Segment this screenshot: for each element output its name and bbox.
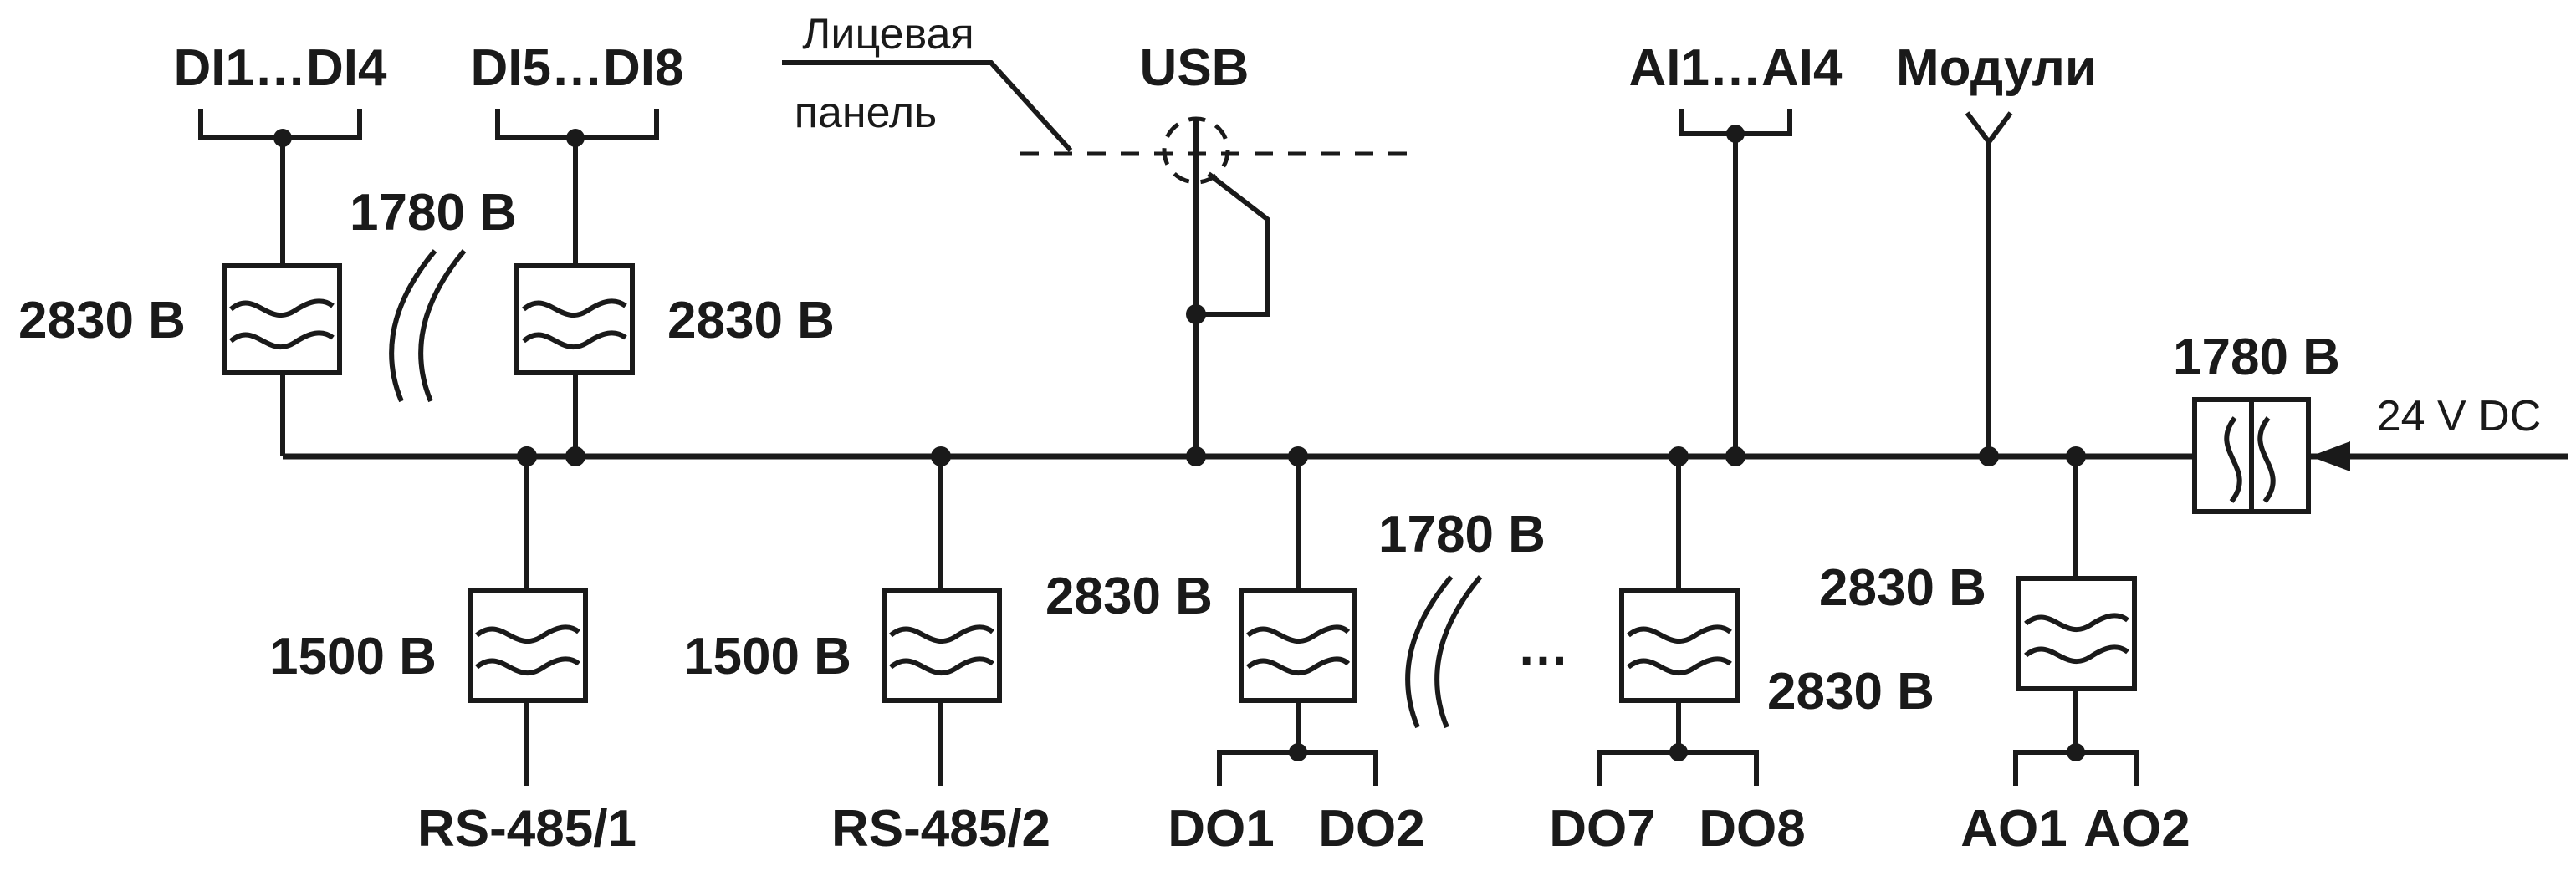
- label-modules: Модули: [1896, 39, 2097, 97]
- rs485-1-branch: [468, 446, 588, 786]
- label-usb: USB: [1140, 39, 1250, 97]
- ao-voltage: 2830 В: [1819, 559, 1986, 617]
- do-right-voltage: 2830 В: [1767, 663, 1935, 721]
- front-panel-usb: [782, 60, 1422, 466]
- label-di-1-4: DI1…DI4: [174, 39, 387, 97]
- do-1-2-branch: [1217, 446, 1378, 786]
- power-arrow: [2310, 441, 2350, 471]
- power-voltage: 1780 В: [2173, 329, 2340, 386]
- label-rs485-2: RS-485/2: [831, 800, 1050, 858]
- rs485-2-voltage: 1500 В: [684, 628, 851, 685]
- label-power: 24 V DC: [2377, 392, 2542, 441]
- modules-branch: [1965, 111, 2013, 466]
- do-isolation-wave: [1405, 575, 1483, 729]
- label-ai: AI1…AI4: [1629, 39, 1843, 97]
- ai-branch: [1679, 109, 1792, 466]
- do-7-8-branch: [1597, 446, 1759, 786]
- do-between-voltage: 1780 В: [1378, 506, 1546, 563]
- label-front-panel-1: Лицевая: [802, 10, 974, 59]
- label-di-5-8: DI5…DI8: [471, 39, 684, 97]
- do-ellipsis: …: [1517, 619, 1569, 676]
- di-between-voltage: 1780 В: [350, 184, 517, 242]
- rs485-1-voltage: 1500 В: [269, 628, 437, 685]
- label-do7: DO7: [1549, 800, 1655, 858]
- di-right-voltage: 2830 В: [667, 292, 835, 349]
- rs485-2-branch: [882, 446, 1002, 786]
- label-do8: DO8: [1699, 800, 1805, 858]
- di-left-voltage: 2830 В: [18, 292, 186, 349]
- label-rs485-1: RS-485/1: [417, 800, 636, 858]
- label-do2: DO2: [1318, 800, 1424, 858]
- label-front-panel-2: панель: [795, 89, 937, 137]
- label-do1: DO1: [1168, 800, 1274, 858]
- di-5-8-branch: [495, 109, 659, 466]
- power-barrier: [2192, 397, 2311, 514]
- label-ao1: AO1: [1960, 800, 2067, 858]
- do-left-voltage: 2830 В: [1045, 568, 1213, 625]
- label-ao2: AO2: [2083, 800, 2190, 858]
- ao-branch: [2013, 446, 2139, 786]
- di-isolation-wave: [389, 249, 467, 403]
- di-1-4-branch: [198, 109, 537, 466]
